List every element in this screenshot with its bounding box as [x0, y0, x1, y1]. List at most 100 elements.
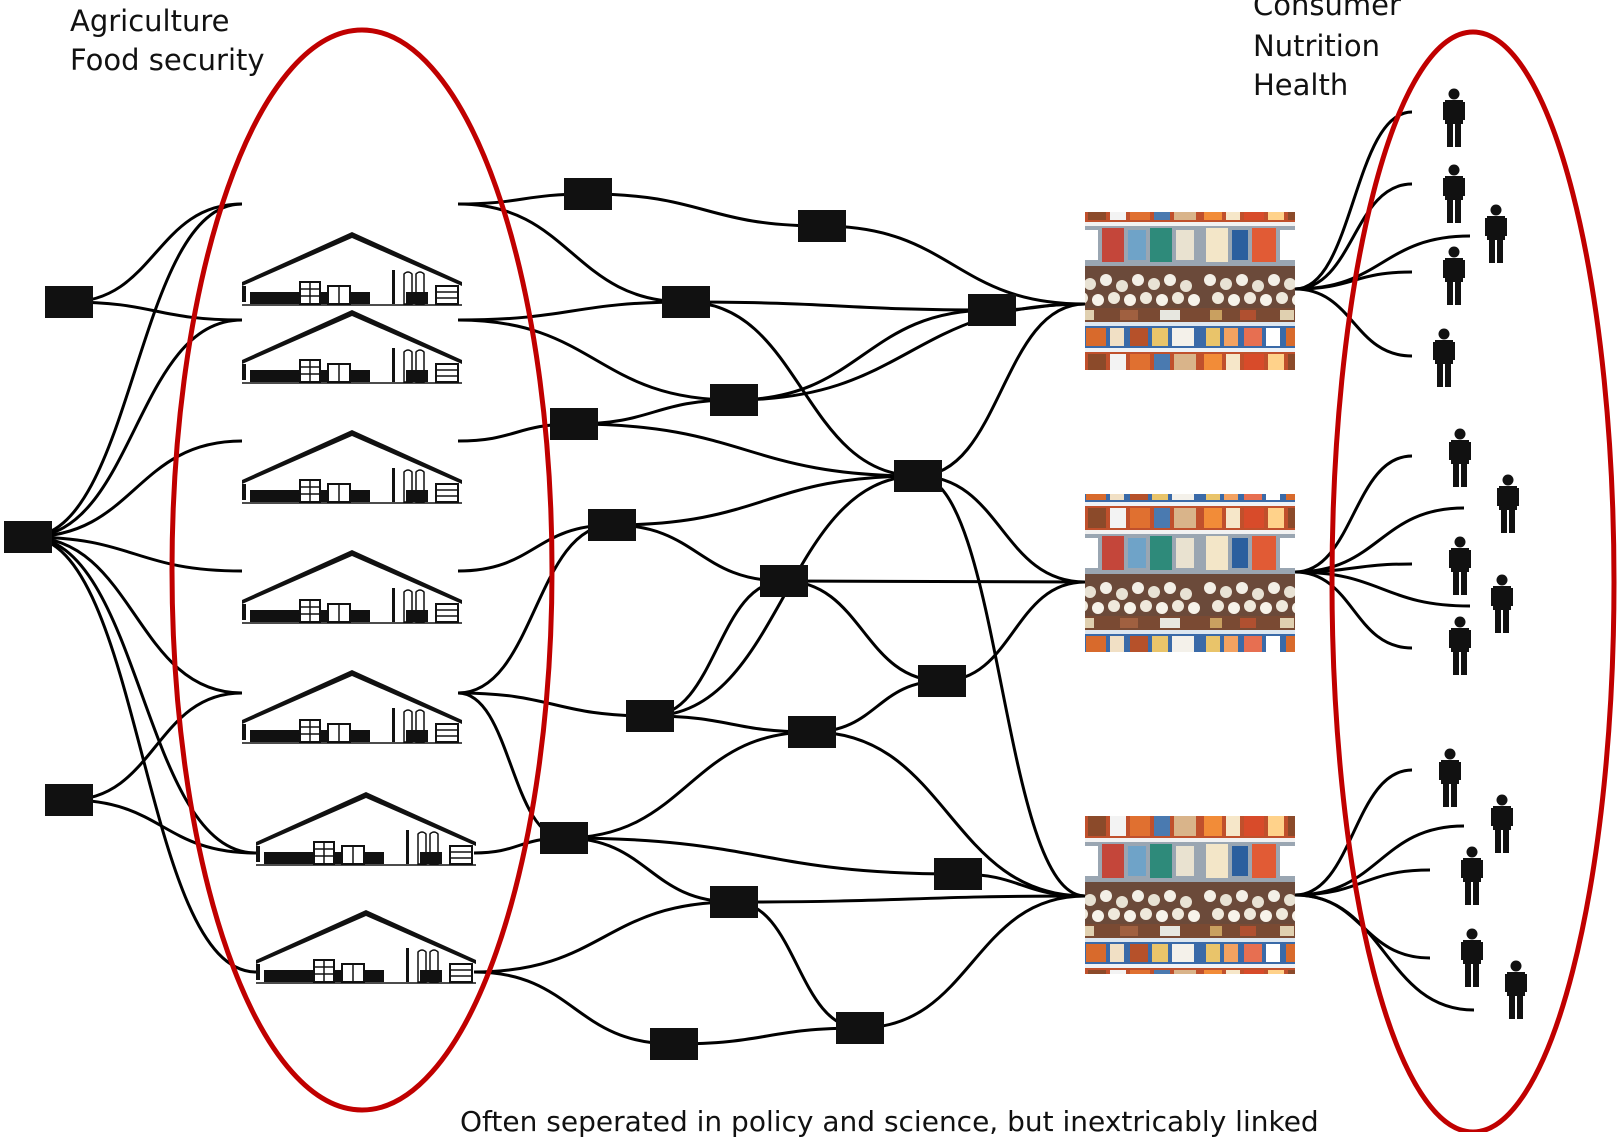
person-icon: [1449, 536, 1471, 595]
network-edge: [733, 308, 993, 402]
person-icon: [1491, 574, 1513, 633]
network-edge: [457, 691, 565, 840]
nodes-layer: [4, 88, 1527, 1060]
black-rectangle-node: [564, 178, 612, 210]
consumer-edge: [1294, 506, 1465, 574]
black-rectangle-node: [894, 460, 942, 492]
consumer-edge: [1294, 768, 1413, 897]
network-edge: [27, 535, 257, 855]
network-edge: [783, 579, 1086, 584]
black-rectangle-node: [710, 886, 758, 918]
network-edge: [457, 523, 613, 573]
network-edge: [811, 730, 1086, 898]
network-edge: [457, 691, 651, 718]
black-rectangle-node: [760, 565, 808, 597]
black-rectangle-node: [626, 700, 674, 732]
consumer-edge: [1294, 570, 1413, 650]
supermarket-shelf-icon: [1085, 816, 1295, 974]
farm-barn-icon: [256, 791, 476, 866]
black-rectangle-node: [45, 286, 93, 318]
person-icon: [1485, 204, 1507, 263]
network-edge: [673, 1026, 861, 1046]
farm-barn-icon: [256, 909, 476, 984]
farm-barn-icon: [242, 429, 462, 504]
health-label: Health: [1253, 68, 1349, 102]
network-edge: [473, 970, 675, 1046]
network-edge: [68, 202, 243, 304]
network-edge: [473, 900, 735, 974]
black-rectangle-node: [836, 1012, 884, 1044]
network-edge: [821, 224, 1086, 306]
black-rectangle-node: [968, 294, 1016, 326]
network-edge: [563, 730, 813, 840]
network-edge: [917, 474, 1086, 584]
network-edge: [563, 836, 959, 876]
person-icon: [1443, 246, 1465, 305]
person-icon: [1491, 794, 1513, 853]
consumer-edge: [1294, 570, 1471, 608]
person-icon: [1461, 846, 1483, 905]
network-edge: [733, 894, 1086, 904]
nutrition-label: Nutrition: [1253, 29, 1380, 63]
network-edge: [649, 579, 785, 718]
network-edge: [733, 302, 1086, 402]
network-edge: [457, 300, 687, 322]
person-icon: [1443, 164, 1465, 223]
network-edge: [27, 318, 243, 539]
black-rectangle-node: [788, 716, 836, 748]
black-rectangle-node: [710, 384, 758, 416]
person-icon: [1461, 928, 1483, 987]
network-edge: [733, 900, 861, 1030]
supermarket-shelf-icon: [1085, 212, 1295, 370]
supermarket-shelf-icon: [1085, 494, 1295, 652]
farm-barn-icon: [242, 309, 462, 384]
consumer-edge: [1294, 287, 1413, 358]
network-edge: [573, 422, 919, 478]
network-edge: [563, 836, 735, 904]
network-edge: [68, 691, 243, 802]
network-edge: [649, 714, 813, 734]
network-edge: [611, 523, 785, 583]
consumer-edge: [1294, 182, 1413, 291]
black-rectangle-node: [662, 286, 710, 318]
network-edge: [685, 300, 993, 312]
consumer-edge: [1294, 868, 1431, 897]
farm-barn-icon: [242, 549, 462, 624]
black-rectangle-node: [45, 784, 93, 816]
black-rectangle-node: [588, 509, 636, 541]
network-edge: [859, 894, 1086, 1030]
person-icon: [1443, 88, 1465, 147]
black-rectangle-node: [650, 1028, 698, 1060]
network-edge: [783, 579, 943, 683]
network-edge: [457, 318, 735, 402]
network-edge: [457, 523, 613, 695]
black-rectangle-node: [918, 665, 966, 697]
caption-text: Often seperated in policy and science, b…: [460, 1105, 1319, 1138]
black-rectangle-node: [4, 521, 52, 553]
network-edge: [917, 302, 1086, 478]
farm-barn-icon: [242, 231, 462, 306]
network-edge: [611, 474, 919, 527]
network-edge: [68, 798, 257, 855]
person-icon: [1449, 428, 1471, 487]
person-icon: [1449, 616, 1471, 675]
black-rectangle-node: [540, 822, 588, 854]
black-rectangle-node: [934, 858, 982, 890]
food-security-label: Food security: [70, 43, 265, 77]
agriculture-boundary-ellipse: [169, 27, 555, 1113]
consumer-edge: [1294, 454, 1413, 574]
person-icon: [1439, 748, 1461, 807]
network-edge: [917, 474, 1086, 898]
network-edge: [27, 202, 243, 539]
network-edge: [27, 535, 243, 573]
farm-barn-icon: [242, 669, 462, 744]
consumer-edge: [1294, 893, 1475, 1012]
network-edge: [27, 535, 257, 974]
consumer-label: Consumer: [1253, 0, 1401, 22]
network-edge: [587, 192, 823, 228]
person-icon: [1497, 474, 1519, 533]
black-rectangle-node: [550, 408, 598, 440]
network-edge: [27, 439, 243, 539]
